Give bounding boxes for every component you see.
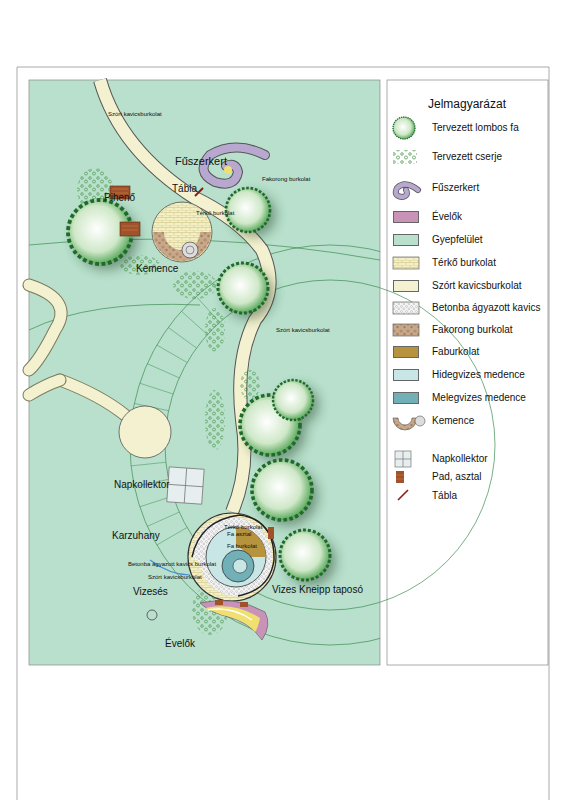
legend-swatch: [393, 211, 419, 223]
legend-text: Tábla: [432, 490, 457, 501]
legend-text: Tervezett lombos fa: [432, 122, 519, 133]
legend-text: Hidegvizes medence: [432, 369, 525, 380]
legend-swatch: [393, 346, 419, 358]
map-label: Térkő burkolat: [196, 210, 234, 217]
lawn-spoke: [157, 345, 187, 363]
map-label: Kemence: [136, 263, 178, 274]
legend-text: Fűszerkert: [432, 182, 479, 193]
lawn-spoke: [147, 512, 179, 526]
lawn-spoke: [157, 528, 187, 546]
map-label: Napkollektor: [114, 479, 170, 490]
map-label: Tábla: [172, 183, 197, 194]
lawn-spoke: [168, 327, 196, 348]
map-label: Betonba ágyazott kavics burkolat: [128, 561, 216, 568]
legend-text: Szórt kavicsburkolat: [432, 280, 521, 291]
lawn-spoke: [181, 311, 207, 334]
legend-swatch: [393, 234, 419, 246]
map-label: Pihenő: [104, 192, 135, 203]
legend-text: Betonba ágyazott kavics: [432, 302, 540, 313]
legend-text: Fakorong burkolat: [432, 324, 513, 335]
lawn-spoke: [147, 364, 179, 378]
legend-swatch: [393, 369, 419, 381]
legend-heading: Jelmagyarázat: [428, 98, 506, 111]
legend-text: Gyepfelület: [432, 234, 483, 245]
map-label: Szórt kavicsburkolat: [276, 327, 330, 334]
legend-text: Évelők: [432, 211, 462, 222]
map-label: Fa burkolat: [227, 543, 257, 550]
map-label: Karzuhany: [112, 530, 160, 541]
lawn-spoke: [131, 462, 166, 466]
map-label: Vizesés: [133, 586, 168, 597]
map-label: Fűszerkert: [175, 155, 227, 167]
legend-swatch: [393, 280, 419, 292]
map-label: Fa asztal: [227, 531, 251, 538]
legend-text: Melegvizes medence: [432, 392, 526, 403]
map-label: Térkő burkolat: [224, 524, 262, 531]
legend-text: Faburkolat: [432, 346, 479, 357]
map-label: Évelők: [165, 638, 195, 649]
lawn-spoke: [140, 383, 173, 394]
map-label: Szórt kavicsburkolat: [108, 111, 162, 118]
map-label: Szórt kavicsburkolat: [148, 574, 202, 581]
map-label: Fakorong burkolat: [262, 176, 310, 183]
legend-text: Kemence: [432, 415, 474, 426]
legend-text: Térkő burkolat: [432, 257, 496, 268]
map-label: Vizes Kneipp taposó: [272, 584, 363, 595]
legend-swatch: [393, 392, 419, 404]
legend-text: Tervezett cserje: [432, 151, 502, 162]
legend-text: Napkollektor: [432, 453, 488, 464]
legend-text: Pad, asztal: [432, 471, 481, 482]
